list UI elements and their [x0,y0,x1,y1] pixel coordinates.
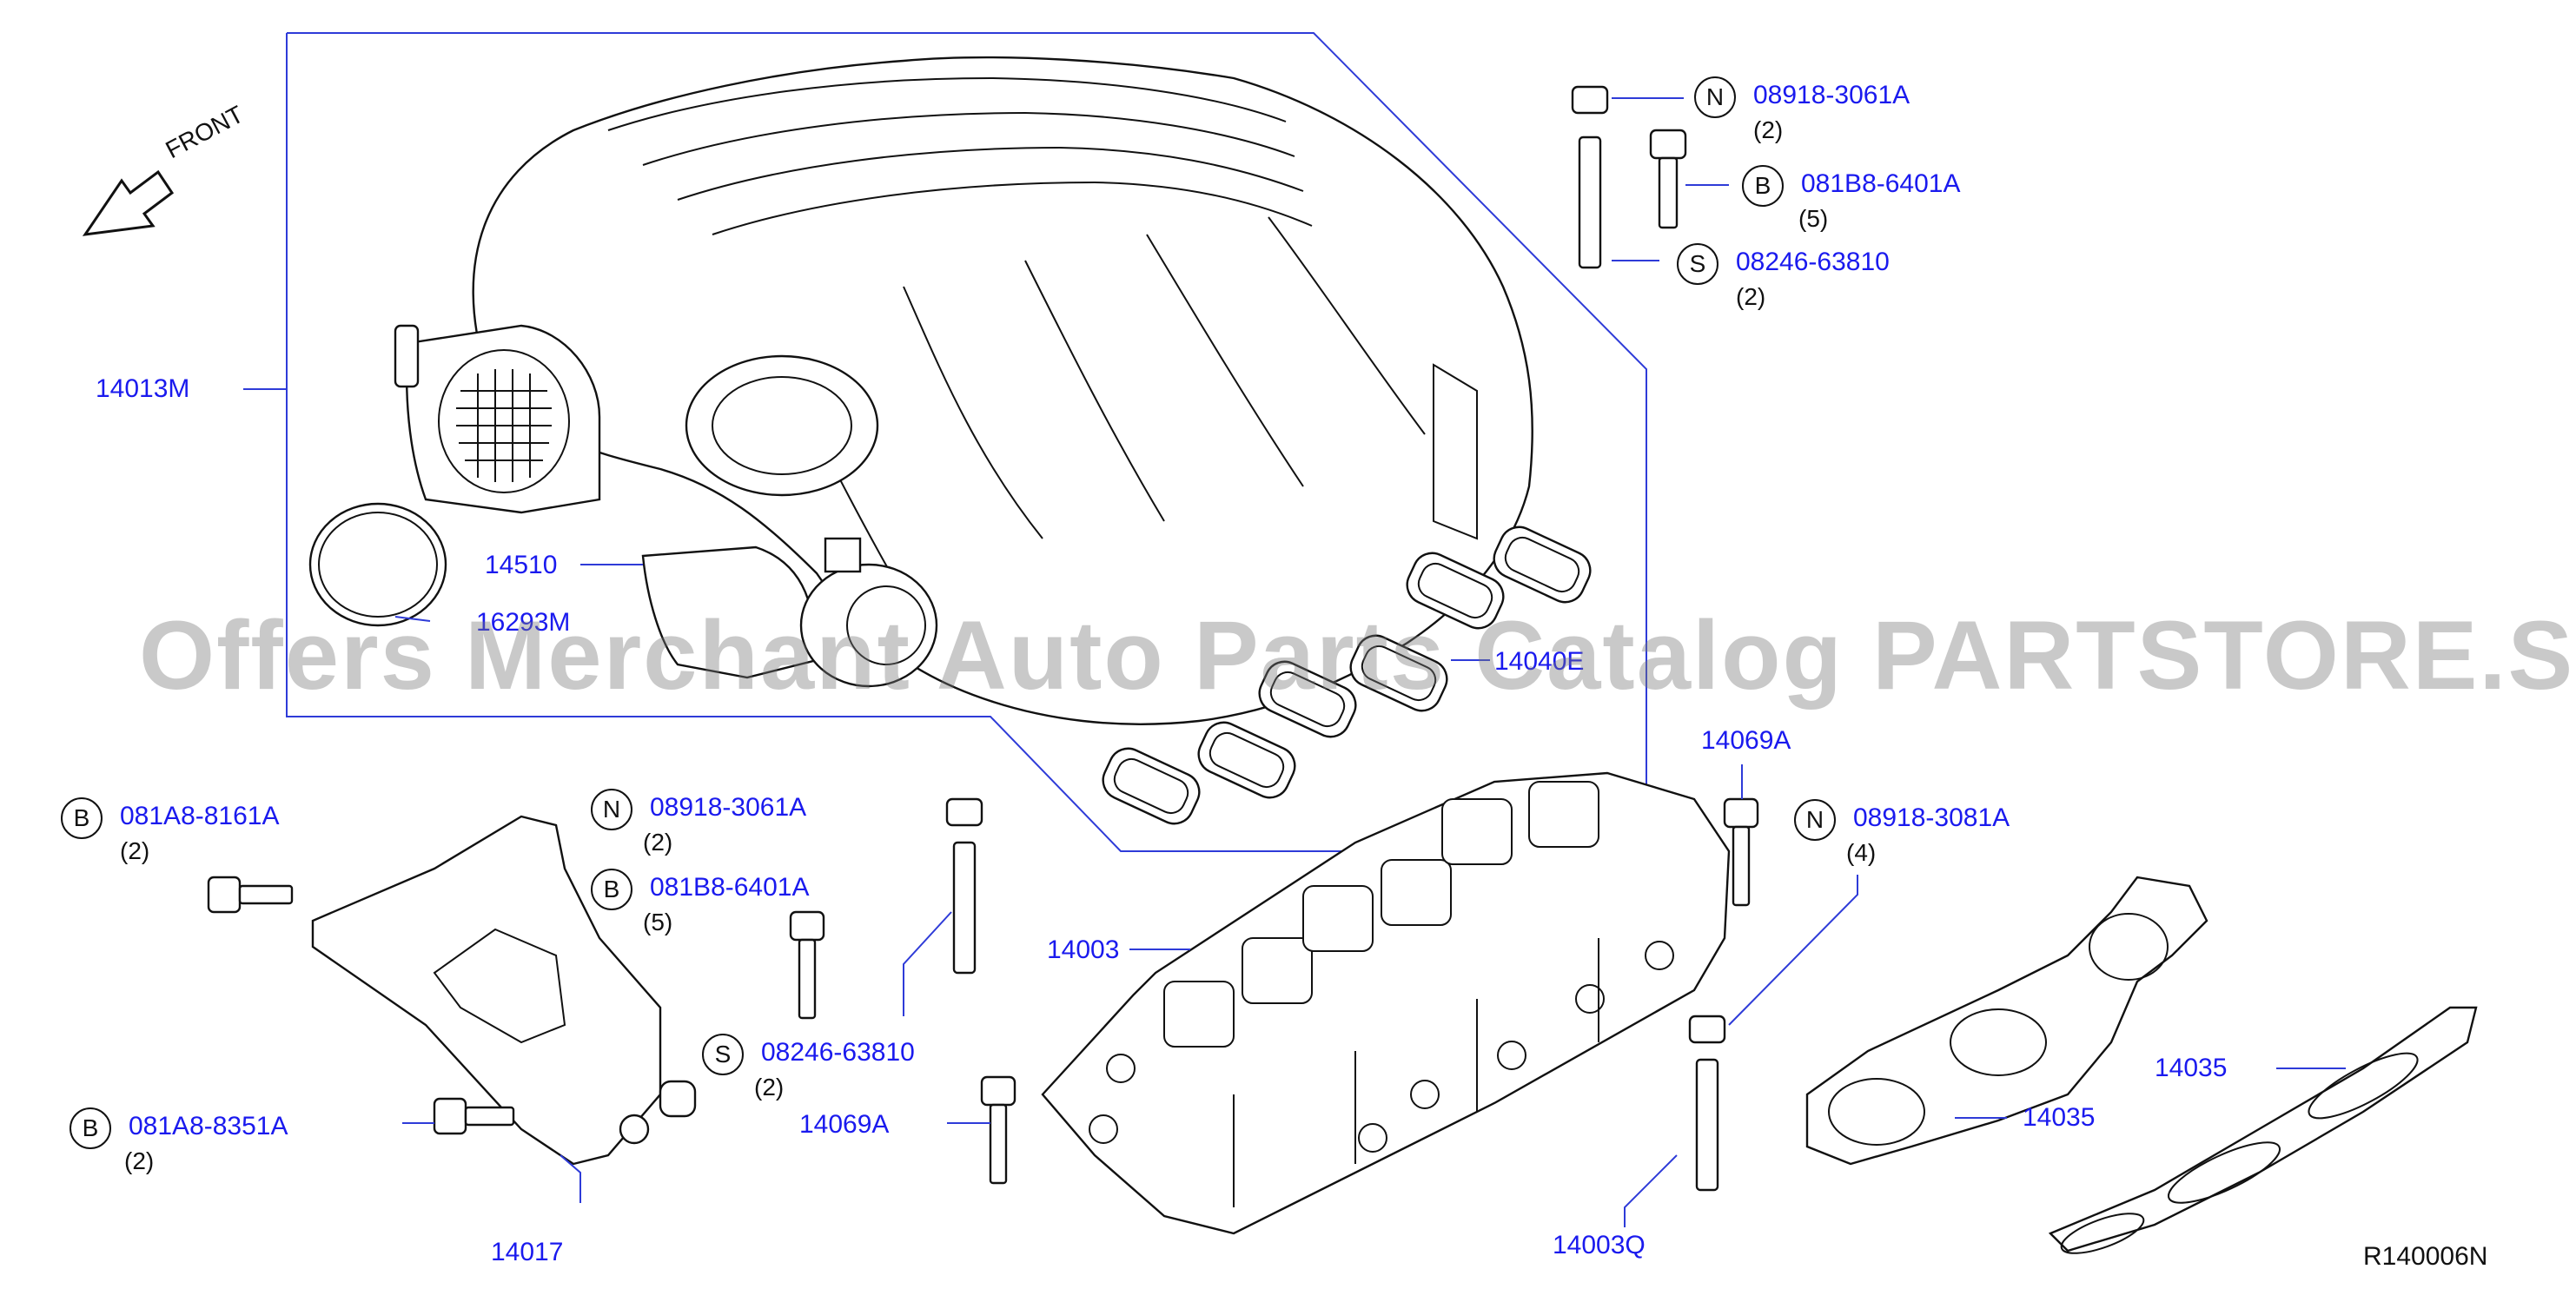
fastener-symbol-n: N [591,789,632,830]
fastener-symbol-b: B [591,869,632,910]
lower-intake-manifold-drawing [1041,771,1731,1235]
fastener-top-stud-number[interactable]: 08246-63810 [1736,248,1890,276]
throttle-body-drawing [394,324,601,514]
fastener-right-nut-number[interactable]: 08918-3081A [1853,803,2010,832]
fastener-top-nut-number[interactable]: 08918-3061A [1753,81,1910,109]
fastener-left-bolt-1-qty: (2) [120,837,150,864]
fastener-mid-bolt-number[interactable]: 081B8-6401A [650,873,810,902]
right-gasket-drawing [2048,1006,2478,1254]
fastener-top-bolt-number[interactable]: 081B8-6401A [1801,169,1961,198]
fastener-symbol-s: S [702,1034,744,1075]
part-14013M-label[interactable]: 14013M [96,374,190,403]
fastener-top-nut-qty: (2) [1753,116,1784,143]
part-14035-mid-label[interactable]: 14035 [2023,1103,2096,1132]
part-14017-label[interactable]: 14017 [491,1238,564,1266]
fastener-mid-stud-number[interactable]: 08246-63810 [761,1038,915,1067]
fastener-symbol-n: N [1794,799,1836,841]
fastener-symbol-s: S [1677,243,1718,285]
part-14003Q-label[interactable]: 14003Q [1553,1231,1646,1259]
part-14069A-bottom-label[interactable]: 14069A [799,1110,890,1139]
diagram-reference-code: R140006N [2363,1242,2488,1271]
fastener-top-bolt-qty: (5) [1798,205,1829,232]
port-gaskets-drawing [1102,526,1592,825]
bracket-drawing [311,815,697,1166]
part-14035-right-label[interactable]: 14035 [2155,1054,2228,1082]
part-16293M-label[interactable]: 16293M [476,608,571,637]
fastener-drawings [207,85,1759,1192]
fastener-left-bolt-2-qty: (2) [124,1147,155,1174]
upper-intake-manifold-drawing [472,56,1533,725]
fastener-left-bolt-2-number[interactable]: 081A8-8351A [129,1112,288,1140]
part-14510-label[interactable]: 14510 [485,551,558,579]
watermark-text: Offers Merchant Auto Parts Catalog PARTS… [139,601,2576,710]
fastener-left-bolt-1-number[interactable]: 081A8-8161A [120,802,280,830]
fastener-symbol-b: B [61,797,103,839]
leader-lines [243,97,2346,1227]
fastener-top-stud-qty: (2) [1736,283,1766,310]
fastener-symbol-n: N [1694,76,1736,118]
exhaust-side-gasket-drawing [1805,876,2208,1166]
fastener-mid-stud-qty: (2) [754,1074,785,1101]
fastener-mid-bolt-qty: (5) [643,909,673,935]
fastener-mid-nut-qty: (2) [643,829,673,856]
part-14003-label[interactable]: 14003 [1047,935,1120,964]
fastener-symbol-b: B [1742,165,1784,207]
part-14069A-top-label[interactable]: 14069A [1701,726,1791,755]
part-14040-label[interactable]: 14040E [1494,647,1585,676]
throttle-gasket-drawing [308,502,447,627]
fastener-symbol-b: B [70,1107,111,1149]
front-arrow-icon [82,169,175,236]
fastener-right-nut-qty: (4) [1846,839,1877,866]
fastener-mid-nut-number[interactable]: 08918-3061A [650,793,807,822]
control-valve-actuator-drawing [641,537,938,688]
